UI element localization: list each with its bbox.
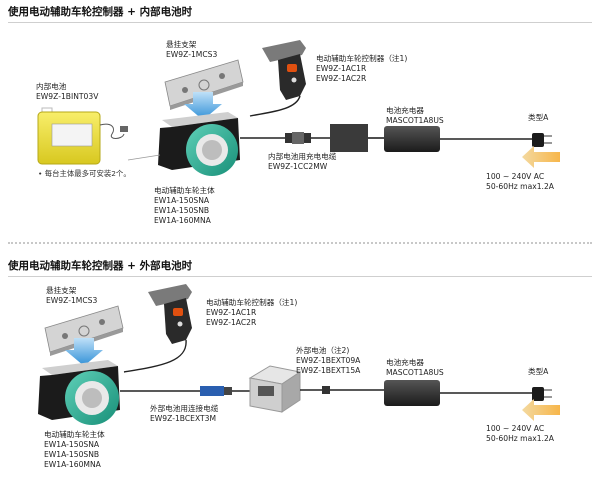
section-divider: [8, 242, 592, 244]
external-battery-2: [248, 365, 302, 413]
charger-1: [330, 124, 535, 152]
charger-2: [350, 380, 535, 406]
internal-battery-1: [37, 107, 128, 165]
plug-label-1: 类型A: [528, 113, 549, 122]
section1-title: 使用电动辅助车轮控制器 + 内部电池时: [8, 6, 193, 18]
main-unit-1: [158, 112, 240, 176]
charge-cable-connector-1: [285, 132, 330, 144]
section1-rule: [8, 22, 592, 23]
battery-plug-2: [322, 386, 330, 394]
plug-1: [532, 133, 552, 147]
main-unit-label-2: 电动辅助车轮主体 EW1A-150SNA EW1A-150SNB EW1A-16…: [44, 430, 105, 469]
section2-title: 使用电动辅助车轮控制器 + 外部电池时: [8, 260, 193, 272]
section2-rule: [8, 276, 592, 277]
orange-arrow-1: [522, 146, 560, 168]
battery-note-1: • 每台主体最多可安装2个。: [38, 169, 131, 178]
blue-arrow-1: [184, 92, 222, 120]
plug-2: [532, 387, 552, 401]
orange-arrow-2: [522, 399, 560, 421]
plug-label-2: 类型A: [528, 367, 549, 376]
main-unit-label-1: 电动辅助车轮主体 EW1A-150SNA EW1A-150SNB EW1A-16…: [154, 186, 215, 225]
connection-cable-connector-2: [200, 386, 250, 396]
controller-cable-1: [249, 95, 301, 117]
blue-arrow-2: [65, 338, 103, 366]
battery-pointer-1: [127, 154, 161, 161]
controller-1: [262, 40, 306, 100]
main-unit-2: [38, 360, 120, 425]
controller-2: [148, 284, 192, 344]
controller-cable-2: [123, 339, 187, 373]
